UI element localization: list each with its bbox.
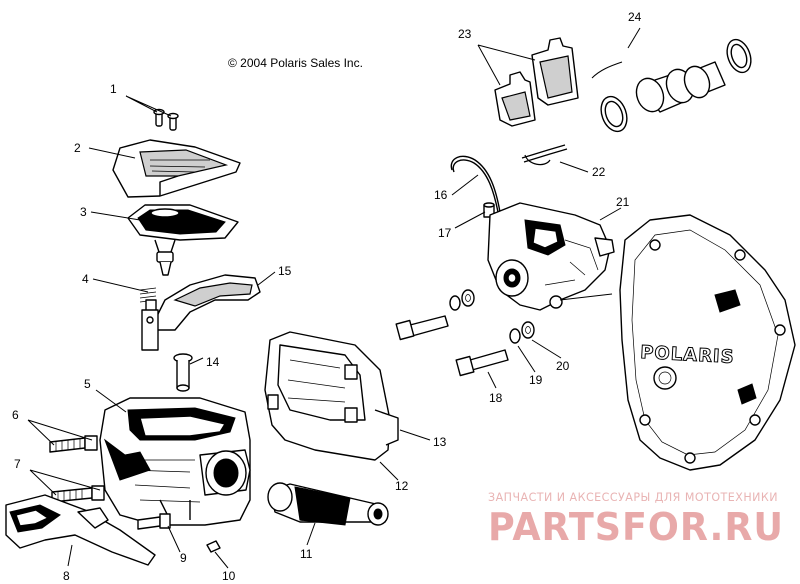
callout-20: 20 [556,359,570,373]
callout-22: 22 [592,165,606,179]
callout-17: 17 [438,226,452,240]
callout-18: 18 [489,391,503,405]
part-17-bleeder [483,202,495,218]
callout-15: 15 [278,264,292,278]
part-3-diaphragm [127,204,239,276]
part-5-master-cylinder-body [99,397,251,526]
callout-11: 11 [300,547,313,561]
callout-6: 6 [12,408,19,422]
callout-14: 14 [206,355,220,369]
callout-21: 21 [616,195,630,209]
part-1-screws [153,108,179,131]
chaincase-cover: POLARIS [619,214,796,471]
part-20-washers [461,289,535,339]
callout-10: 10 [222,569,236,583]
part-24-pistons-seals [591,38,752,133]
part-9-screw [137,513,171,530]
callout-1: 1 [110,82,117,96]
callout-9: 9 [180,551,187,565]
part-7-bolt [51,485,105,503]
part-16-brake-line [450,155,501,213]
callout-24: 24 [628,10,642,24]
part-12-switch-housing [264,331,399,461]
part-14-pin [173,353,193,392]
leader-lines [27,27,641,569]
callout-labels: 1 2 3 4 5 6 7 8 9 10 11 12 13 14 15 16 1… [12,10,642,583]
callout-5: 5 [84,377,91,391]
part-21-caliper [487,202,615,311]
part-18-bolts [395,315,509,377]
callout-19: 19 [529,373,543,387]
callout-16: 16 [434,188,448,202]
watermark-site: PARTSFOR.RU [488,505,784,549]
callout-23: 23 [458,27,472,41]
callout-8: 8 [63,569,70,583]
part-22-spring-clip [521,144,568,166]
copyright-text: © 2004 Polaris Sales Inc. [228,56,363,70]
watermark: ЗАПЧАСТИ И АКСЕССУАРЫ ДЛЯ МОТОТЕХНИКИ PA… [488,490,784,549]
part-6-bolt [49,435,98,453]
callout-4: 4 [82,272,89,286]
part-15-lever [141,274,261,351]
part-10-clip [206,540,221,553]
part-19-washers [449,295,521,344]
callout-12: 12 [395,479,409,493]
part-23-brake-pads [494,37,579,127]
callout-7: 7 [14,457,21,471]
callout-3: 3 [80,205,87,219]
part-11-grip-sleeve [267,482,389,526]
callout-13: 13 [433,435,447,449]
part-8-brake-lever [5,494,156,566]
watermark-tagline: ЗАПЧАСТИ И АКСЕССУАРЫ ДЛЯ МОТОТЕХНИКИ [488,490,778,504]
callout-2: 2 [74,141,81,155]
part-2-reservoir-cover [112,139,241,198]
